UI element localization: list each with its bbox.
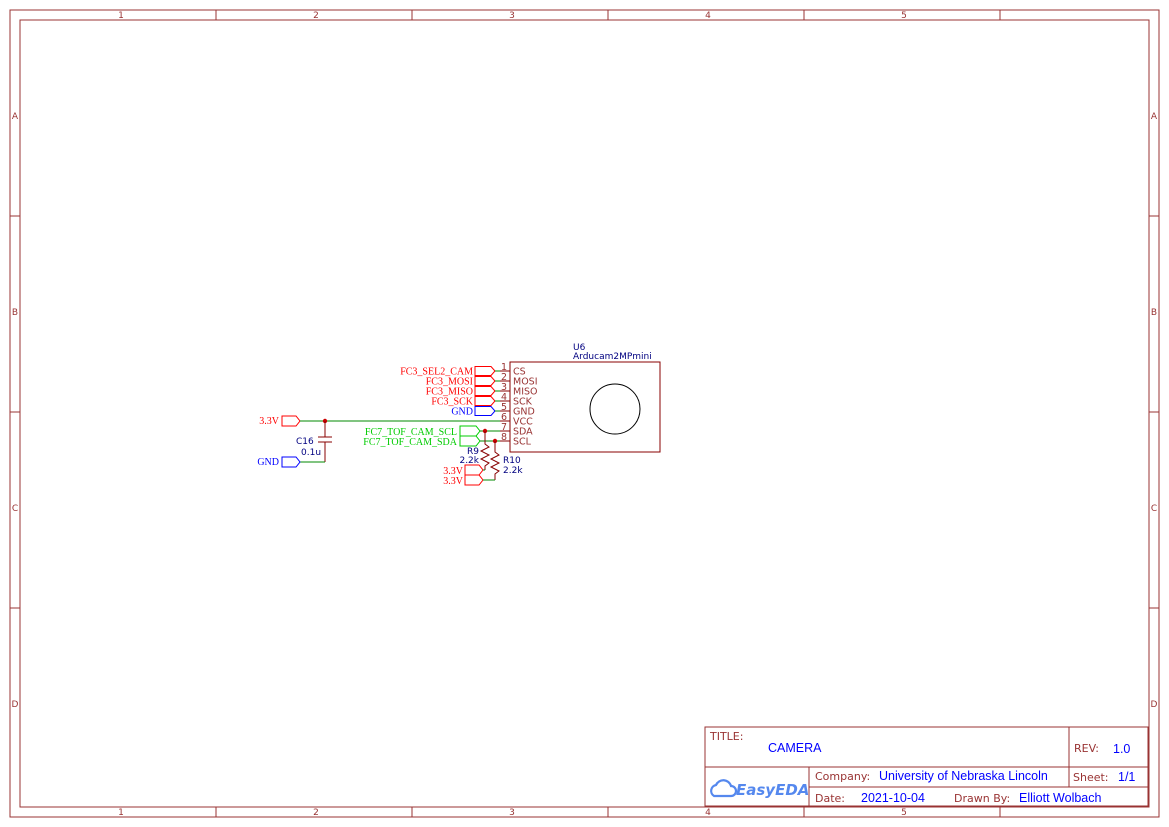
- net-flag[interactable]: [474, 396, 496, 406]
- title-label: TITLE:: [709, 730, 743, 743]
- row-label: A: [12, 112, 19, 122]
- rev-label: REV:: [1074, 742, 1099, 755]
- pin-name: SDA: [513, 427, 533, 438]
- u6-designator: U6: [573, 343, 586, 353]
- pin-name: GND: [513, 407, 535, 418]
- pin-number: 7: [501, 422, 507, 433]
- gnd-flag[interactable]: [281, 456, 301, 468]
- r10-pullup-label: 3.3V: [443, 476, 464, 487]
- company-label: Company:: [815, 770, 870, 783]
- net-flag-label: GND: [451, 407, 473, 418]
- net-flag-label: FC3_SEL2_CAM: [400, 367, 473, 378]
- column-labels: 1 2 3 4 5 1 2 3 4 5: [118, 11, 907, 818]
- r9-resistor: [479, 431, 491, 470]
- net-flag[interactable]: [474, 406, 496, 416]
- r10-pullup-flag[interactable]: [464, 474, 484, 486]
- r10-value: 2.2k: [503, 466, 523, 476]
- u6-name: Arducam2MPmini: [573, 352, 652, 362]
- col-label: 2: [313, 808, 319, 818]
- pin-number: 8: [501, 432, 507, 443]
- pin-number: 4: [501, 392, 507, 403]
- net-flag-label: FC3_MOSI: [426, 377, 473, 388]
- net-flag-label: FC3_SCK: [431, 397, 473, 408]
- vcc-net: 3.3V C16 0.1u GND: [257, 415, 500, 468]
- row-label: C: [12, 504, 18, 514]
- sda-flag-label: FC7_TOF_CAM_SDA: [363, 437, 458, 448]
- net-flag[interactable]: [474, 366, 496, 376]
- grid-dividers: [10, 10, 1159, 817]
- col-label: 1: [118, 11, 124, 21]
- net-flag[interactable]: [474, 386, 496, 396]
- component-u6[interactable]: U6 Arducam2MPmini 1 CS 2 MOSI 3 MISO 4 SCK 5 GND 6…: [500, 343, 661, 453]
- cloud-icon: [710, 779, 738, 798]
- pin-name: VCC: [513, 417, 533, 428]
- col-label: 5: [901, 808, 907, 818]
- vcc-flag-label: 3.3V: [259, 416, 280, 427]
- pin-name: MOSI: [513, 377, 538, 388]
- pin-number: 2: [501, 372, 507, 383]
- col-label: 4: [705, 11, 711, 21]
- r10-designator: R10: [503, 456, 521, 466]
- logo-text: EasyEDA: [736, 781, 809, 799]
- pin-number: 1: [501, 362, 507, 373]
- pin-name: MISO: [513, 387, 538, 398]
- r10-resistor: [489, 441, 501, 480]
- col-label: 3: [509, 808, 515, 818]
- pin-number: 5: [501, 402, 507, 413]
- date-label: Date:: [815, 792, 845, 805]
- outer-border: [9, 9, 1160, 818]
- inner-border: [19, 19, 1150, 808]
- row-label: B: [12, 308, 18, 318]
- col-label: 1: [118, 808, 124, 818]
- c16-designator: C16: [296, 437, 314, 447]
- sheet-label: Sheet:: [1073, 771, 1109, 784]
- net-flag[interactable]: [474, 376, 496, 386]
- easyeda-logo: EasyEDA: [710, 779, 809, 799]
- drawn-by-label: Drawn By:: [954, 792, 1010, 805]
- row-label: D: [12, 700, 19, 710]
- scl-flag[interactable]: [459, 425, 481, 437]
- col-label: 2: [313, 11, 319, 21]
- row-label: D: [1151, 700, 1158, 710]
- pin-number: 6: [501, 412, 507, 423]
- pin-name: SCK: [513, 397, 533, 408]
- company-value: University of Nebraska Lincoln: [879, 769, 1048, 783]
- camera-lens-icon: [589, 383, 641, 435]
- r9-pullup-label: 3.3V: [443, 466, 464, 477]
- r9-value: 2.2k: [459, 456, 479, 466]
- rev-value: 1.0: [1113, 742, 1130, 756]
- row-label: B: [1151, 308, 1157, 318]
- i2c-nets: FC7_TOF_CAM_SCL FC7_TOF_CAM_SDA R9 2.2k …: [363, 425, 523, 487]
- sda-flag[interactable]: [459, 435, 481, 447]
- row-labels: A B C D A B C D: [12, 112, 1158, 710]
- title-block: TITLE: CAMERA REV: 1.0 Company: Universi…: [704, 726, 1149, 807]
- row-label: C: [1151, 504, 1157, 514]
- col-label: 3: [509, 11, 515, 21]
- gnd-flag-label: GND: [257, 457, 279, 468]
- pin-number: 3: [501, 382, 507, 393]
- r9-pullup-flag[interactable]: [464, 464, 484, 476]
- pin-name: CS: [513, 367, 526, 378]
- sheet-value: 1/1: [1118, 770, 1135, 784]
- title-value: CAMERA: [768, 741, 822, 755]
- col-label: 5: [901, 11, 907, 21]
- col-label: 4: [705, 808, 711, 818]
- net-flag-label: FC3_MISO: [426, 387, 473, 398]
- vcc-flag[interactable]: [281, 415, 301, 427]
- row-label: A: [1151, 112, 1158, 122]
- r9-designator: R9: [467, 447, 479, 457]
- u6-body: [509, 361, 661, 453]
- drawn-by-value: Elliott Wolbach: [1019, 791, 1101, 805]
- pin-name: SCL: [513, 437, 532, 448]
- scl-flag-label: FC7_TOF_CAM_SCL: [365, 427, 457, 438]
- date-value: 2021-10-04: [861, 791, 925, 805]
- c16-value: 0.1u: [301, 448, 321, 458]
